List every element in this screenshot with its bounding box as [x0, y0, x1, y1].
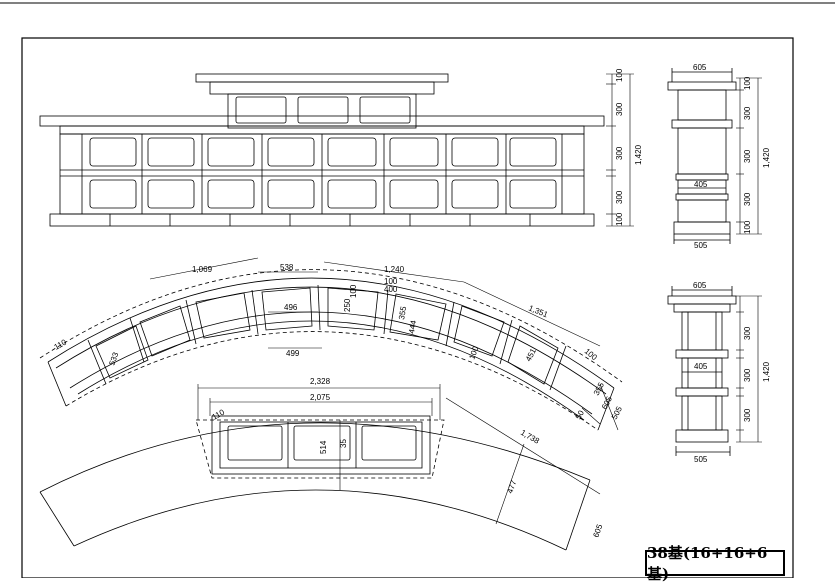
plan2-dim-2075: 2,075	[310, 393, 331, 402]
side1-dim-300-a: 300	[743, 106, 752, 120]
front-dimension-chain	[606, 73, 634, 227]
plan2-dim-2328: 2,328	[310, 377, 331, 386]
plan1-dim-533: 533	[107, 351, 120, 367]
side1-dim-100-bottom: 100	[743, 220, 752, 234]
plan1-dim-400: 400	[384, 285, 398, 294]
side1-dimension-chain	[736, 77, 762, 235]
front-dim-300-b: 300	[615, 146, 624, 160]
side1-base-width: 505	[694, 241, 708, 250]
plan1-dim-444: 444	[407, 319, 418, 334]
plan1-dim-100-b: 100	[384, 277, 398, 286]
side-elevation-bottom	[667, 286, 737, 456]
plan1-dim-110: 110	[53, 337, 69, 351]
plan1-dim-250: 250	[343, 298, 352, 312]
side2-dim-300-b: 300	[743, 368, 752, 382]
drawing-title: 38基(16+16+6基)	[645, 544, 785, 583]
plan2-dimension-lines	[197, 384, 601, 525]
plan1-dim-355: 355	[397, 305, 408, 320]
side2-dim-total: 1,420	[762, 361, 771, 382]
plan1-dim-100-c: 100	[467, 345, 480, 361]
plan1-dim-605: 605	[600, 394, 614, 410]
curved-plan-lower	[39, 415, 591, 551]
side1-dim-300-c: 300	[743, 192, 752, 206]
side-elevation-top	[667, 68, 737, 244]
side1-top-width: 605	[693, 63, 707, 72]
side2-dim-300-c: 300	[743, 408, 752, 422]
plan1-dim-538: 538	[280, 263, 294, 272]
front-dim-total: 1,420	[634, 144, 643, 165]
border-frame	[21, 37, 794, 578]
front-dim-100-top: 100	[615, 68, 624, 82]
side1-dim-100-top: 100	[743, 76, 752, 90]
plan1-dim-496: 496	[284, 303, 298, 312]
plan1-dim-1069: 1,069	[192, 265, 213, 274]
plan2-dim-477: 477	[505, 479, 518, 495]
side1-dim-total: 1,420	[762, 147, 771, 168]
front-dim-300-c: 300	[615, 190, 624, 204]
plan2-dim-110: 110	[211, 407, 227, 421]
plan1-dim-100-a: 100	[349, 284, 358, 298]
plan1-dim-100-d: 100	[583, 347, 599, 363]
front-dim-100-bottom: 100	[615, 212, 624, 226]
plan2-dim-1738: 1,738	[519, 428, 541, 446]
plan1-dim-505: 505	[610, 404, 624, 420]
plan2-dim-605: 605	[591, 523, 604, 539]
side1-mid-width: 405	[694, 180, 708, 189]
front-dim-300-a: 300	[615, 102, 624, 116]
plan2-dim-35: 35	[339, 439, 348, 448]
side1-dim-300-b: 300	[743, 149, 752, 163]
side2-base-width: 505	[694, 455, 708, 464]
plan1-dimension-lines	[149, 257, 619, 431]
side2-dimension-chain	[736, 295, 762, 443]
side2-top-width: 605	[693, 281, 707, 290]
curved-plan-upper	[39, 269, 623, 431]
plan1-dim-1240: 1,240	[384, 265, 405, 274]
front-elevation	[39, 73, 605, 227]
plan1-dim-499: 499	[286, 349, 300, 358]
side2-mid-width: 405	[694, 362, 708, 371]
side2-dim-300-a: 300	[743, 326, 752, 340]
plan2-dim-514: 514	[319, 440, 328, 454]
